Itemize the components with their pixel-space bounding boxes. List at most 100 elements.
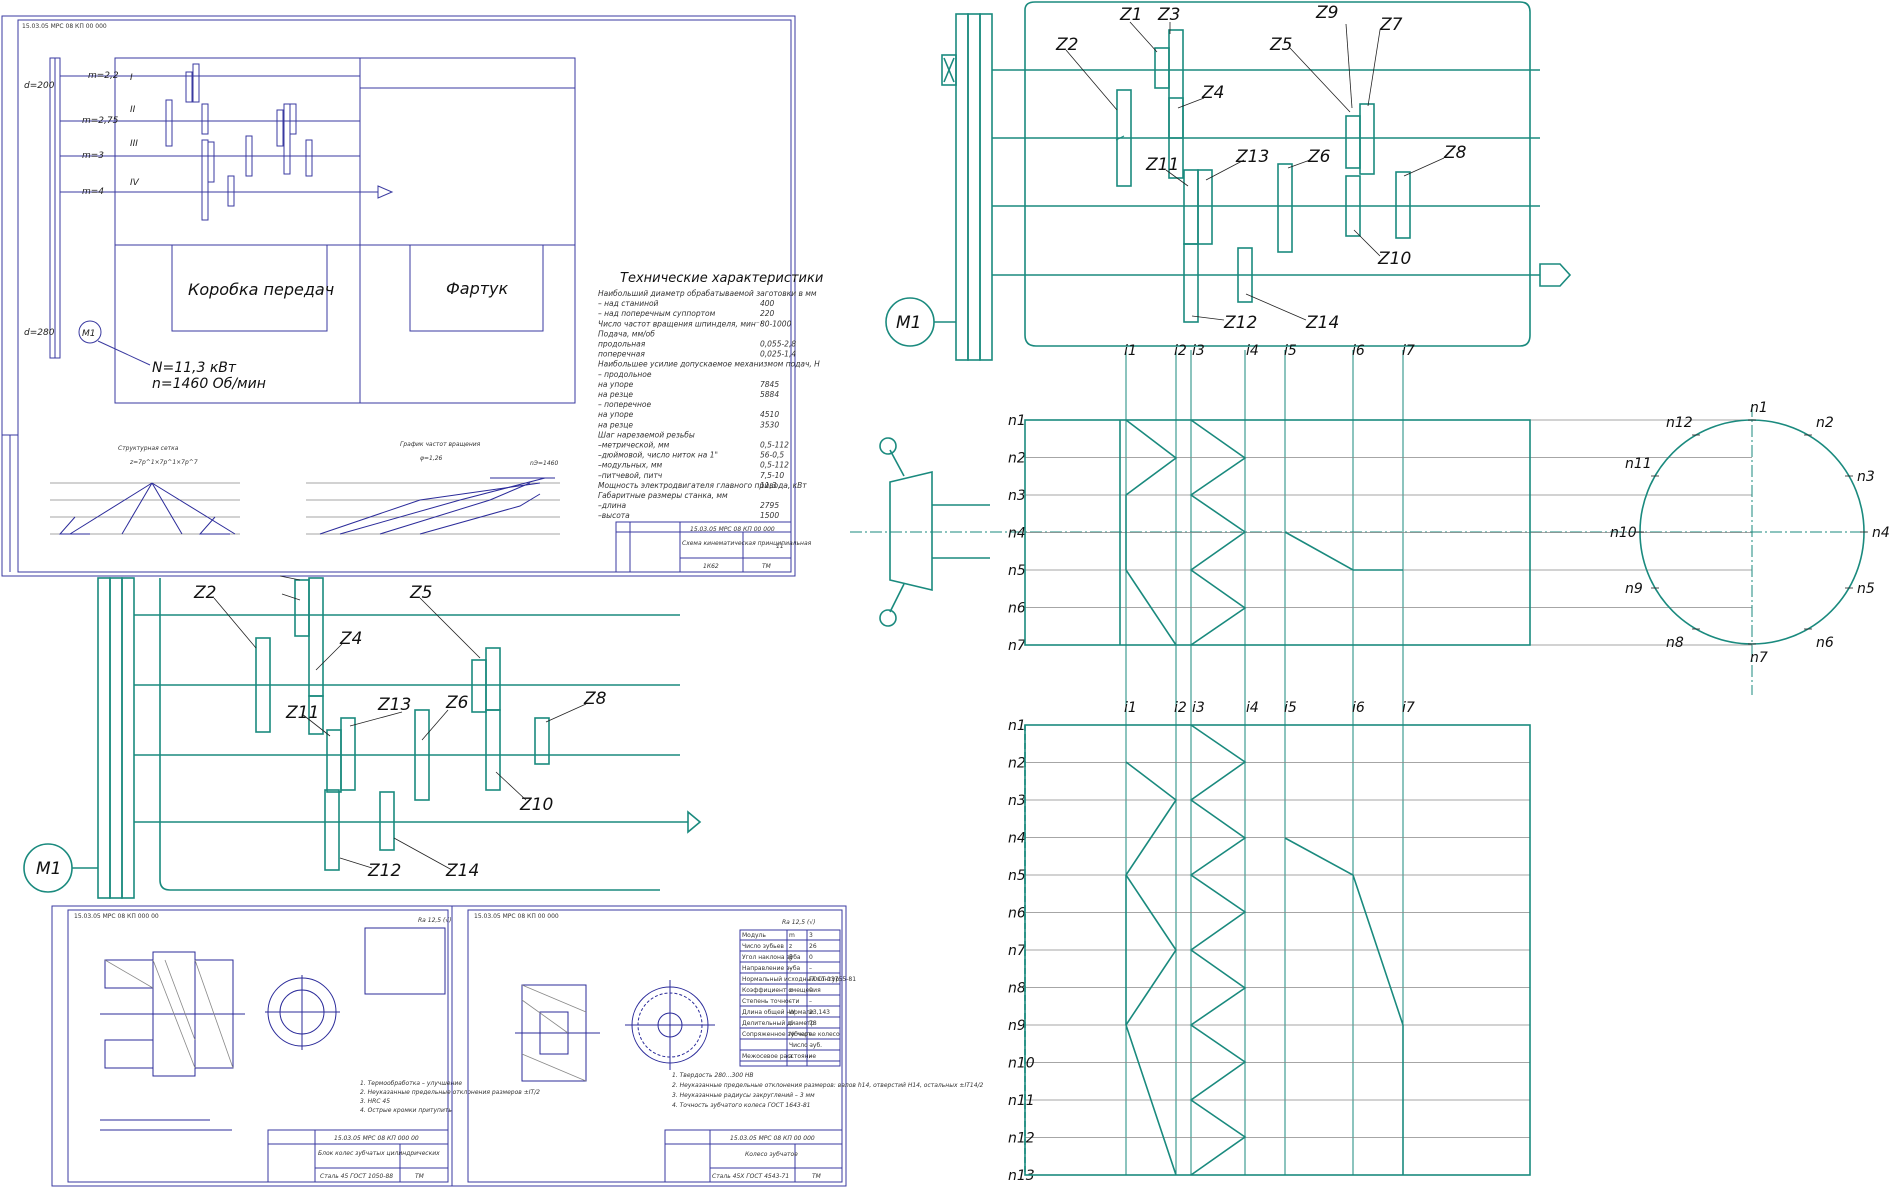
g-note: 2. Неуказанные предельные отклонения раз… xyxy=(672,1082,984,1089)
gb-tb-org: ТМ xyxy=(415,1173,425,1180)
spec-value: 7,5-10 xyxy=(760,471,784,480)
spec-label: – продольное xyxy=(598,370,652,379)
top-n-label: n2 xyxy=(1008,451,1026,467)
mid-label-z14: Z14 xyxy=(445,861,479,881)
spec-label: на упоре xyxy=(598,380,634,389)
spec-value: 0,025-1,4 xyxy=(760,350,796,359)
g-note: 3. Неуказанные радиусы закруглений – 3 м… xyxy=(672,1092,815,1099)
circle-n-label: n3 xyxy=(1857,469,1875,485)
top-label-z6: Z6 xyxy=(1307,147,1331,167)
spec-label: –модульных, мм xyxy=(598,461,663,470)
shaft-IV: IV xyxy=(130,178,140,188)
spec-value: 11,3 xyxy=(760,481,777,490)
spec-label: Наибольший диаметр обрабатываемой загото… xyxy=(598,289,817,298)
circle-n-label: n2 xyxy=(1816,415,1834,431)
spec-value: 0,5-112 xyxy=(760,461,789,470)
circle-n-label: n5 xyxy=(1857,581,1875,597)
motor-circle xyxy=(78,320,102,344)
spec-value: 2795 xyxy=(760,501,779,510)
bottom-n-label: n1 xyxy=(1008,718,1026,734)
param-name: Нормальный исходный контур xyxy=(742,976,839,983)
param-symbol: β xyxy=(789,954,793,961)
g-note: 1. Твердость 280...300 HB xyxy=(672,1072,754,1079)
bottom-n-label: n6 xyxy=(1008,906,1026,922)
tb-code: 15.03.05 МРС 08 КП 00 000 xyxy=(690,526,775,533)
shaft-I: I xyxy=(130,73,133,83)
spec-label: – над станиной xyxy=(598,299,659,308)
spec-value: 7845 xyxy=(760,380,779,389)
gb-tb-material: Сталь 45 ГОСТ 1050-88 xyxy=(320,1173,393,1180)
motor-speed: n=1460 Об/мин xyxy=(152,376,266,392)
top-gear-labels: Z1 Z2 Z3 Z4 Z5 Z6 Z7 Z8 Z9 Z10 Z11 Z12 Z… xyxy=(1055,3,1467,333)
gb-roughness: Ra 12,5 (√) xyxy=(418,917,452,924)
module-3: m=3 xyxy=(82,151,104,161)
bot-i6: i6 xyxy=(1352,700,1365,716)
top-i7: i7 xyxy=(1402,343,1415,359)
spec-label: Число частот вращения шпинделя, мин⁻¹ xyxy=(598,319,763,328)
bottom-n-label: n8 xyxy=(1008,981,1026,997)
module-1: m=2,2 xyxy=(88,71,119,81)
tb-org: ТМ xyxy=(762,563,772,570)
param-symbol: – xyxy=(789,965,792,972)
param-value: 3 xyxy=(809,932,813,939)
top-label-z7: Z7 xyxy=(1379,15,1403,35)
param-name: Направление зуба xyxy=(742,965,801,972)
spec-value: 0,055-2,8 xyxy=(760,340,796,349)
param-value: 23,143 xyxy=(809,1009,830,1016)
param-name: Число зубьев xyxy=(742,943,784,950)
gb-tb-name: Блок колес зубчатых цилиндрических xyxy=(318,1150,440,1157)
bot-i5: i5 xyxy=(1284,700,1297,716)
module-2: m=2,75 xyxy=(82,116,119,126)
gb-tb-code: 15.03.05 МРС 08 КП 000 00 xyxy=(334,1135,419,1142)
spec-value: 4510 xyxy=(760,410,779,419)
gb-note: 3. HRC 45 xyxy=(360,1098,390,1105)
tb-name: Схема кинематическая принципиальная xyxy=(682,540,812,547)
gb-sheet-stamp: 15.03.05 МРС 08 КП 000 00 xyxy=(74,913,159,920)
spec-value: 0,5-112 xyxy=(760,441,789,450)
spec-value: 1500 xyxy=(760,511,779,520)
spec-label: на резце xyxy=(598,420,633,429)
spec-value: 56-0,5 xyxy=(760,451,784,460)
g-tb-name: Колесо зубчатое xyxy=(745,1151,798,1158)
g-roughness: Ra 12,5 (√) xyxy=(782,919,816,926)
gearbox-label: Коробка передач xyxy=(188,280,334,299)
apron-label: Фартук xyxy=(446,279,509,298)
top-i2: i2 xyxy=(1174,343,1187,359)
bottom-n-label: n3 xyxy=(1008,793,1026,809)
top-i5: i5 xyxy=(1284,343,1297,359)
top-label-z5: Z5 xyxy=(1269,35,1292,55)
bot-i1: i1 xyxy=(1124,700,1137,716)
top-label-z14: Z14 xyxy=(1305,313,1339,333)
shaft-II: II xyxy=(130,105,136,115)
top-label-z8: Z8 xyxy=(1443,143,1467,163)
param-value: 0 xyxy=(809,954,813,961)
scheme-mid: Z2 Z4 Z5 Z6 Z8 Z10 Z11 Z12 Z13 Z14 M1 xyxy=(23,575,702,899)
gb-note: 1. Термообработка – улучшение xyxy=(360,1080,462,1087)
circle-n-label: n11 xyxy=(1625,456,1652,472)
param-name: Делительный диаметр xyxy=(742,1020,815,1027)
top-n-label: n3 xyxy=(1008,488,1026,504)
param-symbol: W xyxy=(789,1009,795,1016)
tb-model: 1К62 xyxy=(703,563,719,570)
param-name: Длина общей нормали xyxy=(742,1009,814,1016)
param-value: – xyxy=(809,1053,812,1060)
top-i3: i3 xyxy=(1192,343,1205,359)
circle-n-label: n8 xyxy=(1666,635,1684,651)
sheet-code-rotated: 15.03.05 МРС 08 КП 00 000 xyxy=(22,23,107,30)
param-value: 78 xyxy=(809,1020,817,1027)
param-symbol: № черт. xyxy=(789,1031,814,1038)
spec-label: –питчевой, питч xyxy=(598,471,663,480)
bot-i3: i3 xyxy=(1192,700,1205,716)
spec-label: –дюймовой, число ниток на 1" xyxy=(598,451,718,460)
param-name: Межосевое расстояние xyxy=(742,1053,816,1060)
spec-value: 80-1000 xyxy=(760,319,792,328)
mid-label-z12: Z12 xyxy=(367,861,401,881)
spec-label: на упоре xyxy=(598,410,634,419)
param-value: – xyxy=(809,1042,812,1049)
g-tb-org: ТМ xyxy=(812,1173,822,1180)
g-notes: 1. Твердость 280...300 HB 2. Неуказанные … xyxy=(672,1072,984,1109)
circle-n-label: n1 xyxy=(1750,400,1768,416)
